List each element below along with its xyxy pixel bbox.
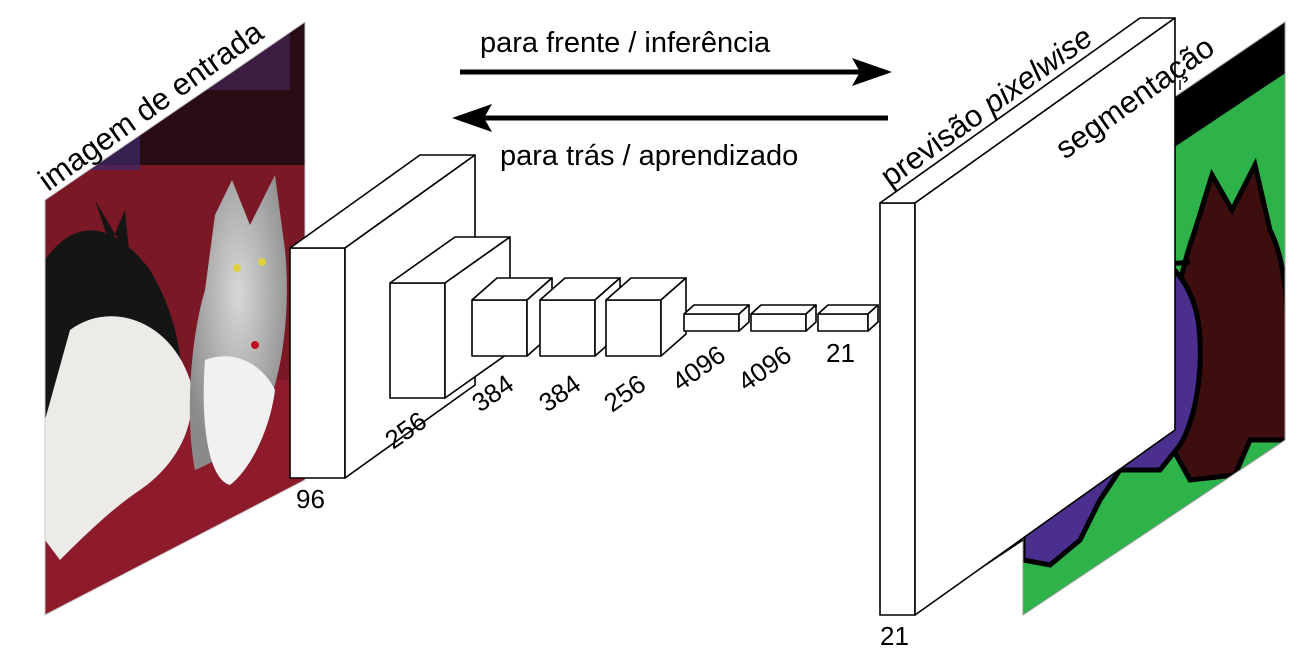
layer-label: 4096 [666, 339, 731, 397]
layer-label: 96 [296, 484, 325, 514]
layer-box [605, 277, 687, 357]
output-prediction-plane [879, 17, 1176, 616]
layer-box [683, 304, 750, 332]
layer-box [817, 304, 879, 332]
layer-label: 384 [533, 368, 586, 417]
layer-label: 4096 [732, 339, 797, 397]
layer-label: 256 [598, 368, 651, 417]
output-size-label: 21 [880, 621, 909, 651]
layer-label: 21 [826, 338, 855, 368]
forward-arrow [460, 58, 892, 86]
backward-label: para trás / aprendizado [500, 140, 798, 172]
backward-arrow [452, 104, 888, 132]
layer-box [750, 304, 817, 332]
forward-label: para frente / inferência [480, 27, 771, 59]
